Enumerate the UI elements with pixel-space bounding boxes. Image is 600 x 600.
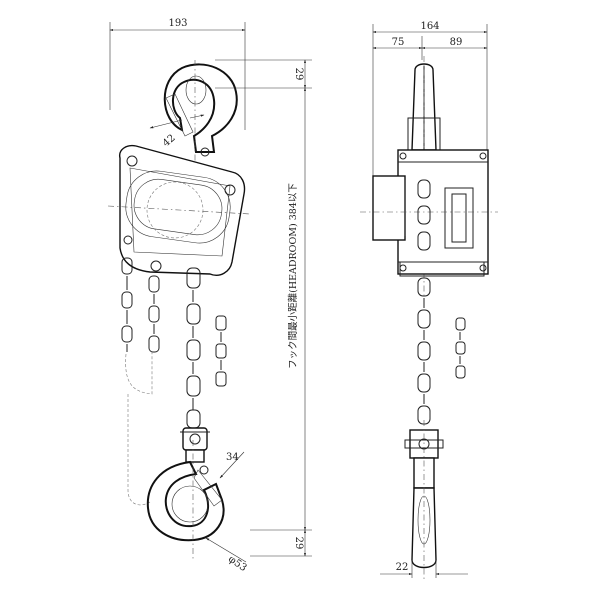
headroom-label: フック間最小距離(HEADROOM) 384以下 <box>287 183 299 369</box>
top-dim-label: 29 <box>293 68 304 81</box>
lower-hook-dim-label: 34 <box>226 452 239 463</box>
side-lower-hook <box>404 420 444 580</box>
side-total-width-label: 164 <box>420 21 439 32</box>
hand-chain-middle <box>148 275 160 353</box>
side-hand-chain <box>455 317 466 379</box>
lower-hook-block <box>180 427 210 463</box>
dimension-headroom: 29 29 フック間最小距離(HEADROOM) 384以下 <box>215 59 312 557</box>
side-load-chain <box>417 179 431 425</box>
dimension-width-193: 193 <box>109 18 246 130</box>
hoist-housing <box>107 144 251 276</box>
side-left-width-label: 75 <box>392 37 405 48</box>
side-housing <box>360 149 498 277</box>
dimension-lower-hook-34: 34 <box>219 451 245 479</box>
hand-chain-left <box>121 257 133 352</box>
load-chain <box>186 267 201 429</box>
hand-chain-hidden <box>127 394 151 506</box>
width-dim-label: 193 <box>168 18 187 29</box>
lower-hook <box>146 440 225 560</box>
chain-detail <box>215 315 227 387</box>
dimension-side-width: 164 75 89 <box>372 21 488 180</box>
front-view: 193 42 <box>107 18 312 574</box>
dimension-hook-diameter: φ53 <box>205 537 249 574</box>
hand-chain-loop <box>125 350 153 395</box>
side-hook-width-label: 22 <box>396 562 409 573</box>
side-view: 164 75 89 <box>360 21 498 580</box>
bottom-dim-label: 29 <box>293 537 304 550</box>
hook-gap-dim-label: 42 <box>161 133 178 150</box>
hook-diameter-dim-label: φ53 <box>226 554 248 574</box>
side-right-width-label: 89 <box>450 37 463 48</box>
dimension-side-hook-22: 22 <box>380 560 468 578</box>
